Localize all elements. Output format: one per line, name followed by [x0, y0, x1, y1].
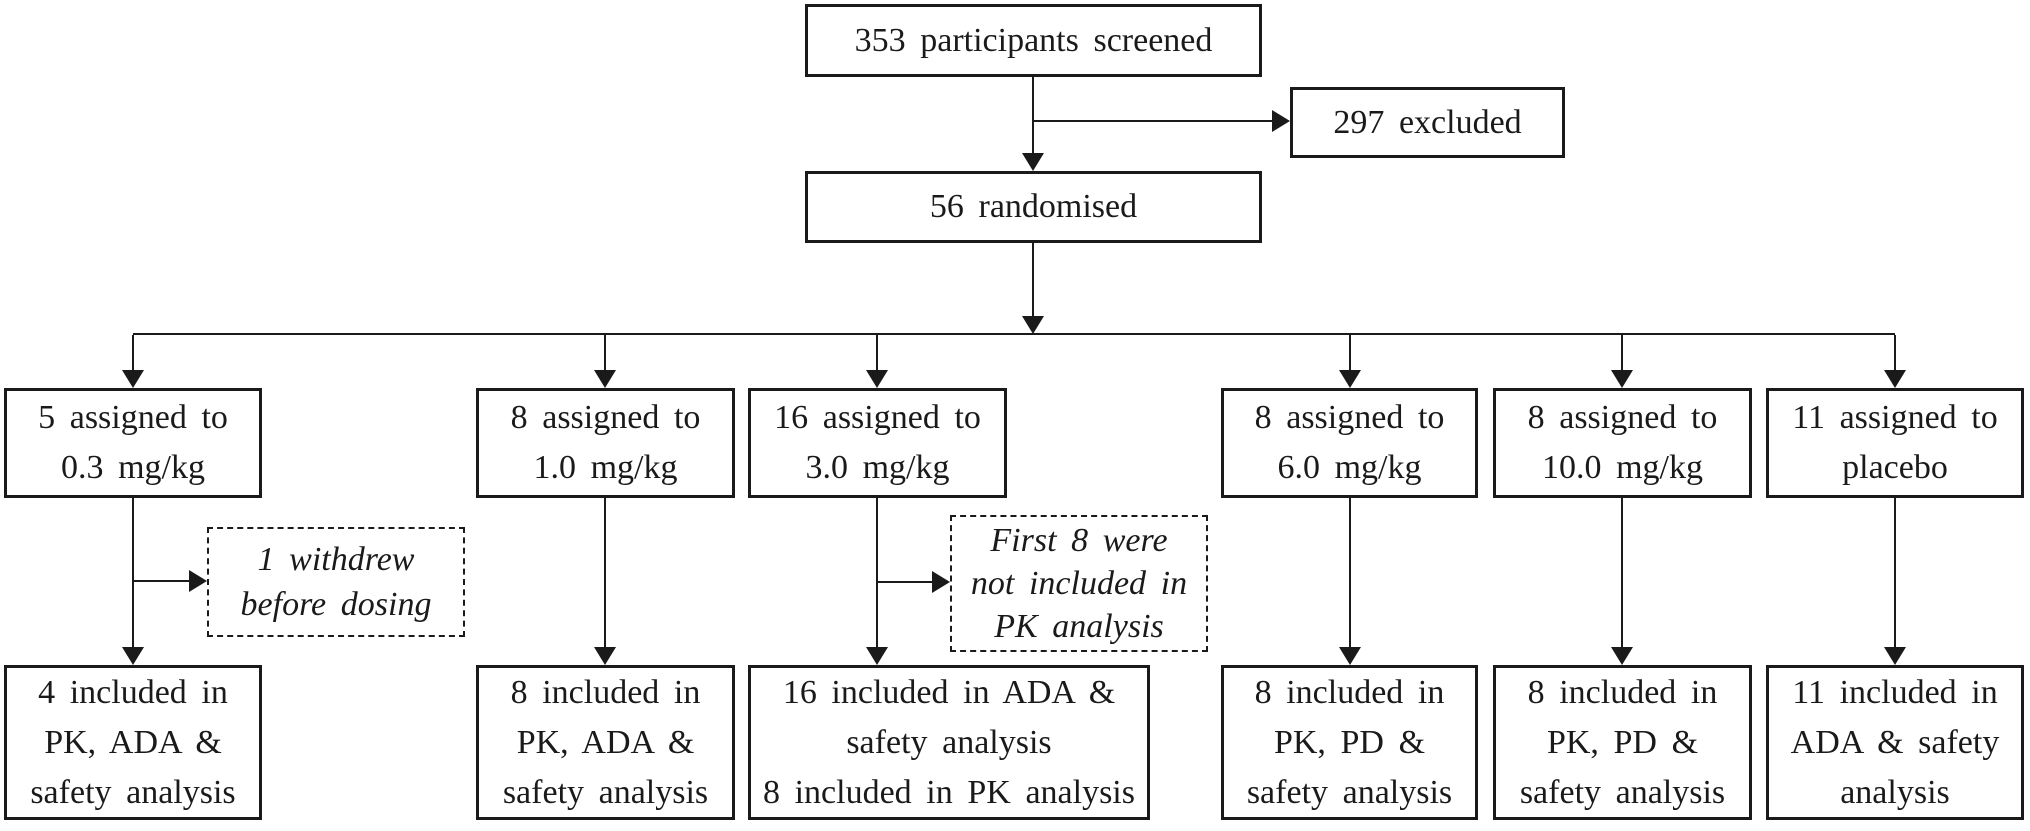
- included-6-line1: 11 included in: [1792, 673, 1998, 711]
- included-3-line2: safety analysis: [846, 723, 1052, 761]
- withdrew-note-arrowhead-icon: [189, 570, 207, 592]
- arrowhead-to-split-icon: [1022, 316, 1044, 334]
- screened-text: 353 participants screened: [854, 21, 1213, 59]
- screened-box: 353 participants screened: [805, 4, 1262, 77]
- arm4-branch-line: [1349, 335, 1351, 370]
- included-box-5: 8 included in PK, PD & safety analysis: [1493, 665, 1752, 820]
- pk-note-line3: PK analysis: [994, 608, 1164, 645]
- arm5-down-line: [1621, 498, 1623, 647]
- arm4-down-line: [1349, 498, 1351, 647]
- included-4-line1: 8 included in: [1254, 673, 1445, 711]
- included-box-4: 8 included in PK, PD & safety analysis: [1221, 665, 1478, 820]
- arm6-branch-line: [1894, 335, 1896, 370]
- withdrew-note-line: [134, 580, 189, 582]
- assigned-box-1: 5 assigned to 0.3 mg/kg: [4, 388, 262, 498]
- arm5-branch-line: [1621, 335, 1623, 370]
- included-2-line3: safety analysis: [502, 773, 709, 811]
- included-box-2: 8 included in PK, ADA & safety analysis: [476, 665, 735, 820]
- included-2-line2: PK, ADA &: [516, 723, 695, 761]
- pk-note-arrowhead-icon: [932, 571, 950, 593]
- included-1-line2: PK, ADA &: [44, 723, 222, 761]
- assigned-box-6: 11 assigned to placebo: [1766, 388, 2024, 498]
- pk-note-line: [878, 581, 932, 583]
- assigned-1-line1: 5 assigned to: [38, 399, 228, 436]
- included-6-line2: ADA & safety: [1790, 723, 2000, 761]
- randomised-to-split-line: [1032, 243, 1034, 316]
- arm2-down-line: [604, 498, 606, 647]
- assigned-box-4: 8 assigned to 6.0 mg/kg: [1221, 388, 1478, 498]
- arm6-branch-arrowhead-icon: [1884, 370, 1906, 388]
- arm3-down-line: [876, 498, 878, 647]
- arm4-down-arrowhead-icon: [1339, 647, 1361, 665]
- assigned-5-line2: 10.0 mg/kg: [1541, 449, 1703, 486]
- withdrew-line1: 1 withdrew: [257, 541, 415, 578]
- included-box-6: 11 included in ADA & safety analysis: [1766, 665, 2024, 820]
- assigned-5-line1: 8 assigned to: [1527, 399, 1718, 436]
- randomised-text: 56 randomised: [929, 188, 1138, 225]
- assigned-box-3: 16 assigned to 3.0 mg/kg: [748, 388, 1007, 498]
- included-3-line3: 8 included in PK analysis: [762, 773, 1135, 811]
- randomised-box: 56 randomised: [805, 171, 1262, 243]
- arm1-down-line: [132, 498, 134, 647]
- assigned-2-line1: 8 assigned to: [510, 399, 701, 436]
- assigned-6-line2: placebo: [1842, 449, 1948, 486]
- assigned-6-line1: 11 assigned to: [1792, 399, 1998, 436]
- included-2-line1: 8 included in: [510, 673, 701, 711]
- arm4-branch-arrowhead-icon: [1339, 370, 1361, 388]
- withdrew-note-box: 1 withdrew before dosing: [207, 527, 465, 637]
- arm5-branch-arrowhead-icon: [1611, 370, 1633, 388]
- included-5-line3: safety analysis: [1519, 773, 1726, 811]
- included-1-line3: safety analysis: [30, 773, 236, 811]
- arm1-down-arrowhead-icon: [122, 647, 144, 665]
- assigned-4-line2: 6.0 mg/kg: [1277, 449, 1422, 486]
- arm6-down-arrowhead-icon: [1884, 647, 1906, 665]
- pk-note-line2: not included in: [970, 565, 1188, 602]
- assigned-4-line1: 8 assigned to: [1254, 399, 1445, 436]
- withdrew-line2: before dosing: [240, 586, 432, 623]
- to-excluded-line: [1033, 120, 1272, 122]
- pk-note-line1: First 8 were: [990, 522, 1168, 559]
- main-split-line: [133, 333, 1895, 335]
- included-box-1: 4 included in PK, ADA & safety analysis: [4, 665, 262, 820]
- arrowhead-to-randomised-icon: [1022, 153, 1044, 171]
- arm3-branch-line: [876, 335, 878, 370]
- excluded-box: 297 excluded: [1290, 87, 1565, 158]
- excluded-text: 297 excluded: [1333, 103, 1522, 141]
- arm2-down-arrowhead-icon: [594, 647, 616, 665]
- assigned-3-line1: 16 assigned to: [774, 399, 981, 436]
- arm1-branch-line: [132, 335, 134, 370]
- included-1-line1: 4 included in: [38, 673, 228, 711]
- screened-to-randomised-line: [1032, 77, 1034, 153]
- assigned-2-line2: 1.0 mg/kg: [533, 449, 678, 486]
- included-box-3: 16 included in ADA & safety analysis 8 i…: [748, 665, 1150, 820]
- assigned-box-2: 8 assigned to 1.0 mg/kg: [476, 388, 735, 498]
- assigned-box-5: 8 assigned to 10.0 mg/kg: [1493, 388, 1752, 498]
- included-5-line2: PK, PD &: [1546, 723, 1699, 761]
- included-5-line1: 8 included in: [1527, 673, 1718, 711]
- included-4-line3: safety analysis: [1246, 773, 1453, 811]
- included-4-line2: PK, PD &: [1273, 723, 1426, 761]
- arrowhead-to-excluded-icon: [1272, 110, 1290, 132]
- included-6-line3: analysis: [1840, 773, 1950, 811]
- arm6-down-line: [1894, 498, 1896, 647]
- assigned-1-line2: 0.3 mg/kg: [60, 449, 205, 486]
- arm5-down-arrowhead-icon: [1611, 647, 1633, 665]
- arm2-branch-line: [604, 335, 606, 370]
- pk-note-box: First 8 were not included in PK analysis: [950, 515, 1208, 652]
- included-3-line1: 16 included in ADA &: [782, 673, 1116, 711]
- arm3-branch-arrowhead-icon: [866, 370, 888, 388]
- arm1-branch-arrowhead-icon: [122, 370, 144, 388]
- arm2-branch-arrowhead-icon: [594, 370, 616, 388]
- arm3-down-arrowhead-icon: [866, 647, 888, 665]
- assigned-3-line2: 3.0 mg/kg: [805, 449, 950, 486]
